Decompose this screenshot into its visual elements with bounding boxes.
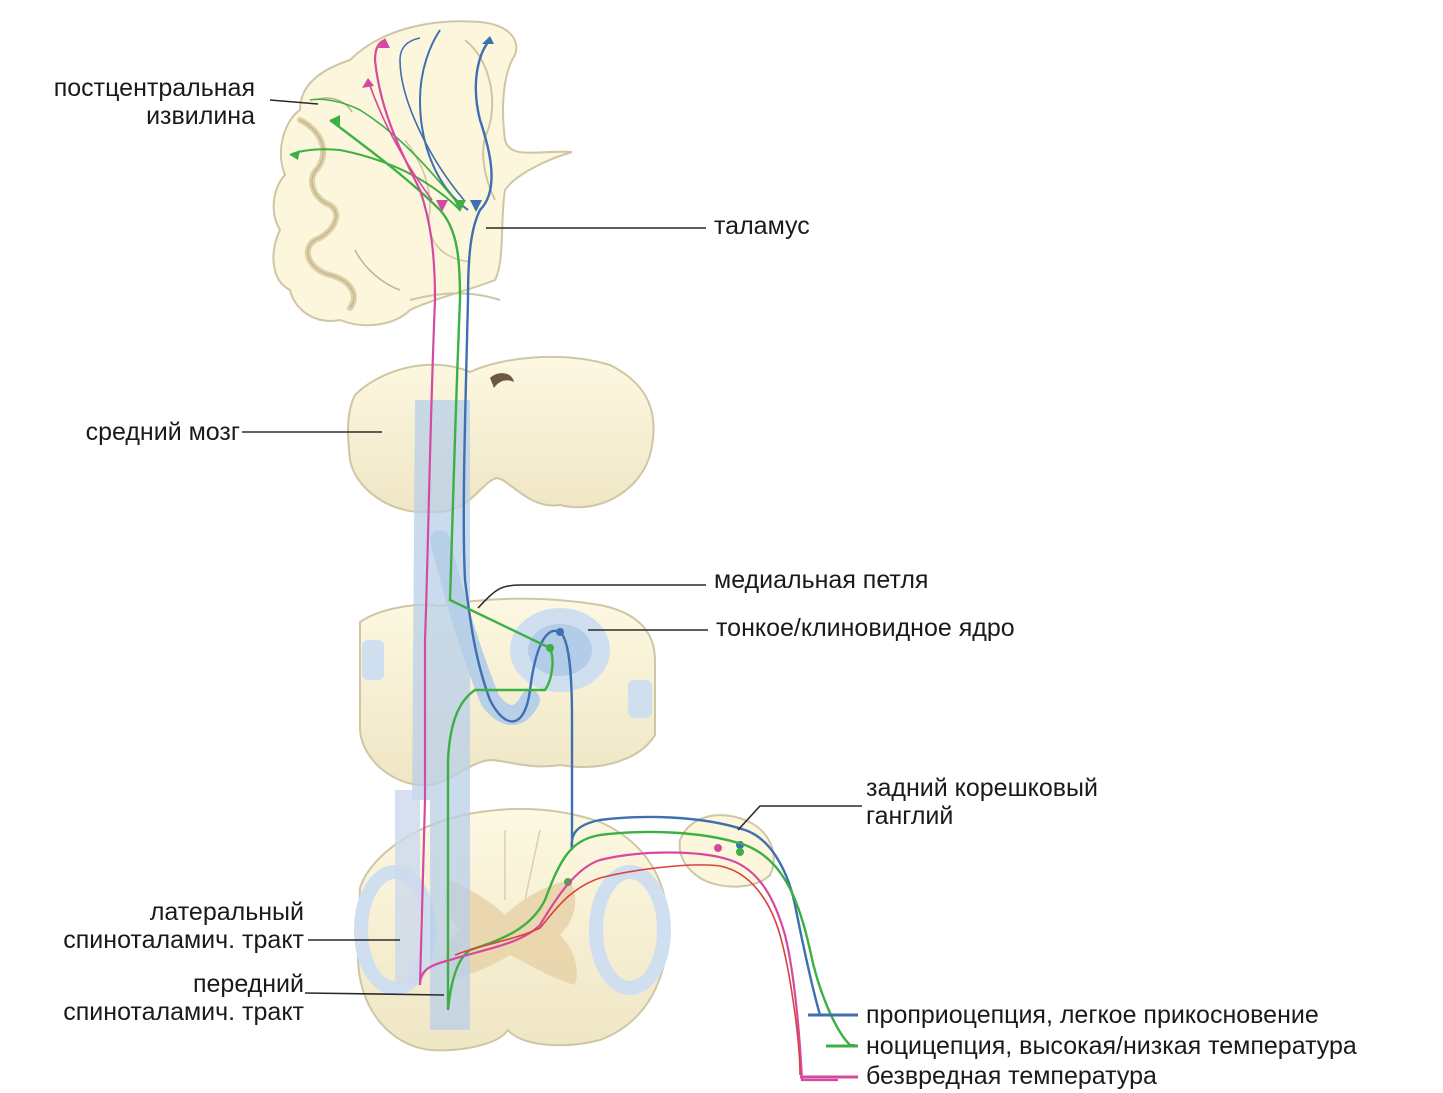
label-drg-line2: ганглий xyxy=(866,802,953,830)
brain-hemisphere xyxy=(273,21,572,325)
midbrain-section xyxy=(348,357,654,512)
label-thalamus: таламус xyxy=(714,212,810,240)
label-gracile-cuneate-nucleus: тонкое/клиновидное ядро xyxy=(716,614,1015,642)
label-lateral-tract-line2: спиноталамич. тракт xyxy=(10,926,304,954)
label-lateral-tract-line1: латеральный xyxy=(10,898,304,926)
label-anterior-tract-line2: спиноталамич. тракт xyxy=(10,998,304,1026)
legend-item-proprioception: проприоцепция, легкое прикосновение xyxy=(866,1001,1319,1029)
label-drg-line1: задний корешковый xyxy=(866,774,1098,802)
legend-item-nociception: ноцицепция, высокая/низкая температура xyxy=(866,1032,1442,1060)
legend-keys xyxy=(800,1015,858,1077)
label-anterior-tract-line1: передний xyxy=(10,970,304,998)
label-postcentral-line2: извилина xyxy=(10,102,255,130)
label-midbrain: средний мозг xyxy=(10,418,240,446)
label-medial-lemniscus: медиальная петля xyxy=(714,566,928,594)
legend-item-harmless-temperature: безвредная температура xyxy=(866,1062,1157,1090)
label-postcentral-line1: постцентральная xyxy=(10,74,255,102)
